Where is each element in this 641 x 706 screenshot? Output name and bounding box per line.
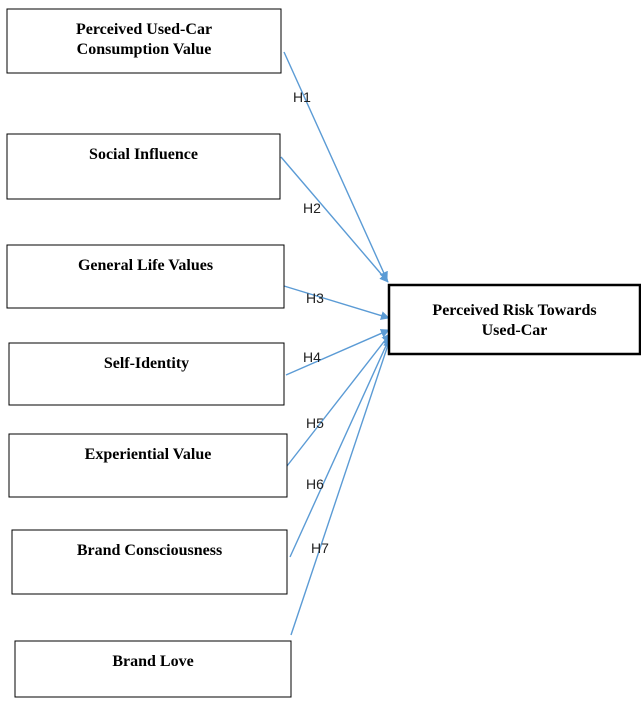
construct-box-pucv-border bbox=[6, 8, 282, 74]
construct-box-bl-label-line-1: Brand Love bbox=[112, 653, 193, 670]
hypothesis-label-h4: H4 bbox=[303, 349, 321, 365]
arrow-h1 bbox=[283, 51, 388, 281]
construct-box-ev-label-line-1: Experiential Value bbox=[85, 446, 212, 463]
construct-box-ev: Experiential Value bbox=[8, 433, 288, 498]
hypothesis-label-h2: H2 bbox=[303, 200, 321, 216]
arrow-h5 bbox=[286, 333, 391, 467]
outcome-label-line-1: Perceived Risk Towards bbox=[432, 302, 596, 319]
hypothesis-label-h3: H3 bbox=[306, 290, 324, 306]
construct-box-bc: Brand Consciousness bbox=[11, 529, 288, 595]
arrow-h6 bbox=[289, 336, 391, 558]
construct-box-bl-border bbox=[14, 640, 292, 698]
construct-box-si-label-line-1: Social Influence bbox=[89, 146, 198, 163]
construct-box-bl: Brand Love bbox=[14, 640, 292, 698]
construct-box-si-border bbox=[6, 133, 281, 200]
construct-box-glv-label-line-1: General Life Values bbox=[78, 257, 213, 274]
hypothesis-label-h7: H7 bbox=[311, 540, 329, 556]
construct-box-ev-border bbox=[8, 433, 288, 498]
construct-box-pucv-label-line-2: Consumption Value bbox=[77, 41, 212, 58]
construct-box-pucv-label-line-1: Perceived Used-Car bbox=[76, 21, 212, 38]
construct-box-glv-border bbox=[6, 244, 285, 309]
outcome-box-border bbox=[387, 283, 641, 356]
construct-box-sid: Self-Identity bbox=[8, 342, 285, 406]
construct-box-glv: General Life Values bbox=[6, 244, 285, 309]
arrow-h4 bbox=[285, 329, 390, 376]
construct-box-sid-label-line-1: Self-Identity bbox=[104, 355, 189, 372]
construct-box-si: Social Influence bbox=[6, 133, 281, 200]
construct-box-bc-label-line-1: Brand Consciousness bbox=[77, 542, 222, 559]
construct-box-bc-border bbox=[11, 529, 288, 595]
hypothesis-label-h1: H1 bbox=[293, 89, 311, 105]
construct-box-sid-border bbox=[8, 342, 285, 406]
hypothesis-label-h5: H5 bbox=[306, 415, 324, 431]
hypothesis-label-h6: H6 bbox=[306, 476, 324, 492]
arrow-h7 bbox=[290, 338, 392, 636]
outcome-label-line-2: Used-Car bbox=[482, 322, 548, 339]
arrow-h2 bbox=[280, 156, 389, 283]
arrow-h3 bbox=[283, 285, 390, 320]
